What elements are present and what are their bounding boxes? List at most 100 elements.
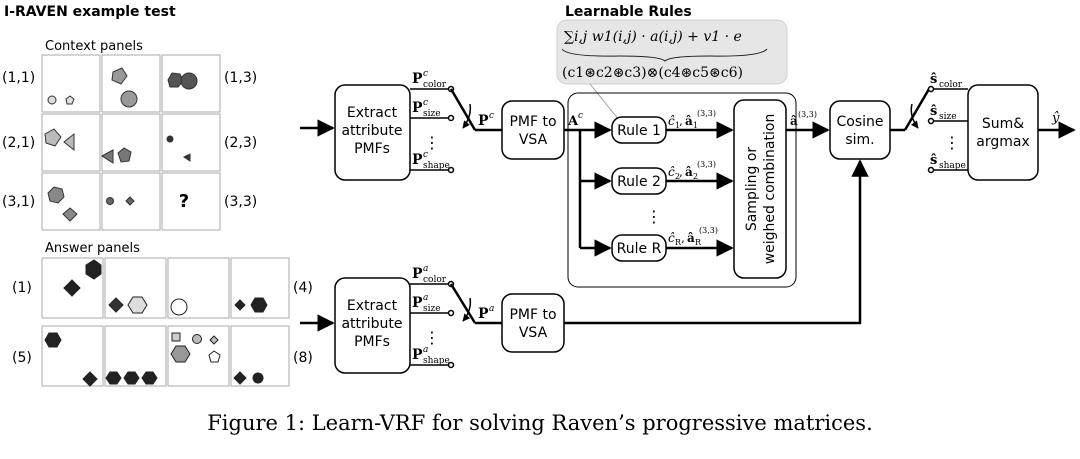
context-shapes [44,67,198,222]
coord-2-1: (2,1) [2,135,35,151]
context-dots: ⋮ [424,133,440,152]
coord-3-3: (3,3) [224,194,257,210]
pmf-vsa-answer-line1: PMF to [509,307,556,323]
a-hat-33-label: â (3,3) [790,110,817,128]
a-hat: â [687,231,695,245]
a-hat: â [685,114,693,128]
s-shape-label: ŝ shape [930,153,966,171]
sampling-line2: weighed combination [762,114,778,265]
s-sub: shape [939,161,966,171]
rule1-label: Rule 1 [617,123,661,139]
c-hat: ĉ [668,231,675,245]
answer-index-8: (8) [293,350,313,366]
comma: , [679,165,683,179]
s-hat: ŝ [930,104,937,119]
question-mark: ? [179,191,189,212]
p-symbol: P [412,100,423,116]
extract-context-line2: attribute [341,123,402,139]
answer-index-4: (4) [293,280,313,296]
extract-context-line3: PMFs [354,141,390,157]
answer-grid [41,257,290,387]
p-color-context: P c color [412,69,447,90]
a-sup: (3,3) [697,109,716,118]
answer-index-1: (1) [12,280,32,296]
rule2-output-label: ĉ 2 , â 2 (3,3) [668,160,716,181]
p-size-answer: P a size [412,293,441,314]
p-sup: c [423,69,428,79]
coord-3-1: (3,1) [2,194,35,210]
answer-dots: ⋮ [424,328,440,347]
p-sub: color [423,80,447,90]
pmf-vsa-context-block [501,100,565,160]
answer-shapes [44,259,268,387]
rule2-label: Rule 2 [617,174,661,190]
ac-sup: c [578,111,583,121]
p-color-answer: P a color [412,264,447,285]
ruleR-output-label: ĉ R , â R (3,3) [668,226,718,247]
answer-to-cosine [564,159,869,325]
rules-frame [567,92,797,288]
pmf-vsa-answer-block [501,293,565,353]
extract-answer-line3: PMFs [354,334,390,350]
c-sub: 2 [675,172,680,181]
pa-label: P a [478,304,494,322]
p-sub: shape [423,161,450,171]
answer-switch [449,283,477,324]
answer-index-5: (5) [12,350,32,366]
a-sup: (3,3) [697,160,716,169]
context-switch [449,88,477,131]
pmf-vsa-context-line2: VSA [519,132,548,148]
pa-symbol: P [478,306,489,322]
pmf-vsa-answer-line2: VSA [519,325,548,341]
p-sup: a [423,345,428,355]
s-hat: ŝ [930,72,937,87]
a-sup: (3,3) [699,226,718,235]
p-sub: color [423,275,447,285]
extract-answer-line1: Extract [347,298,398,314]
extract-answer-line2: attribute [341,316,402,332]
s-dots: ⋮ [944,133,960,152]
pmf-vsa-context-line1: PMF to [509,114,556,130]
context-panels-label: Context panels [45,39,143,54]
answer-panels-label: Answer panels [45,241,140,256]
formula-underbrace [561,48,768,62]
pc-sup: c [489,111,494,121]
cosine-block [829,100,891,160]
ac-label: A c [567,111,583,129]
p-sup: a [423,264,428,274]
answer-switch-arrow [462,297,472,322]
cosine-line1: Cosine [836,114,883,130]
context-coordinates: (1,1) (1,3) (2,1) (2,3) (3,1) (3,3) [2,70,257,210]
rule1-output-label: ĉ 1 , â 1 (3,3) [668,109,716,130]
ruleR-label: Rule R [617,241,662,257]
figure-caption: Figure 1: Learn-VRF for solving Raven’s … [207,411,873,435]
c-sub: R [675,238,682,247]
sum-argmax-line2: argmax [976,134,1029,150]
cosine-line2: sim. [845,132,874,148]
a-sub: 2 [693,172,698,181]
pc-label: P c [478,111,494,129]
comma: , [679,114,683,128]
p-symbol: P [412,266,423,282]
sum-argmax-block [967,84,1039,181]
p-shape-answer: P a shape [412,345,450,366]
p-symbol: P [412,347,423,363]
a-sub: 1 [693,121,698,130]
sampling-block [733,99,787,279]
y-hat-label: ŷ [1051,111,1060,126]
extract-answer-block [334,277,411,374]
p-sub: size [423,109,441,119]
formula-sum: ∑i,j w1(i,j) · a(i,j) + v1 · e [564,29,742,45]
iraven-title: I-RAVEN example test [4,4,176,20]
p-sup: c [423,98,428,108]
s-sub: size [939,112,957,122]
s-sub: color [939,80,963,90]
pa-sup: a [489,304,494,314]
a-hat: â [790,114,798,128]
s-output-lines [927,85,968,174]
output-switch [903,88,931,131]
c-sub: 1 [675,121,680,130]
s-color-label: ŝ color [930,72,963,90]
p-sup: a [423,293,428,303]
